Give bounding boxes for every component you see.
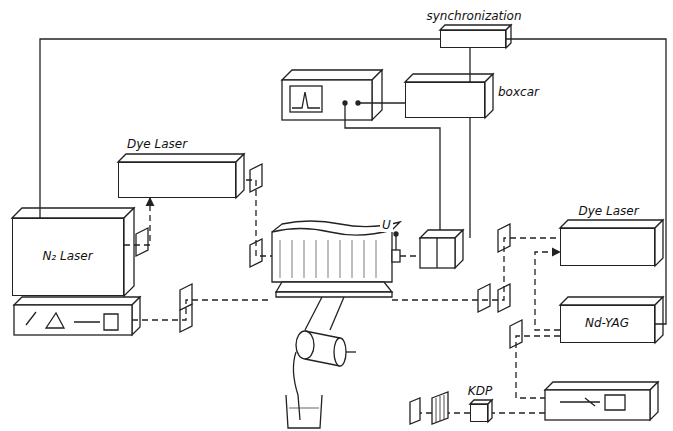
oscilloscope <box>282 70 382 120</box>
box-top-face <box>560 297 663 305</box>
box-top-face <box>118 154 244 162</box>
signal-wire <box>345 103 440 238</box>
signal-wire <box>358 102 405 103</box>
box-top-face <box>12 208 134 218</box>
box-side-face <box>655 297 663 343</box>
node-label: N₂ Laser <box>42 249 92 263</box>
sync-wire <box>469 48 470 82</box>
nitrogen-laser-box: N₂ Laser <box>12 218 124 296</box>
pump <box>293 331 356 420</box>
dye-laser-box: Dye Laser <box>118 162 236 198</box>
laser-beam <box>132 180 560 413</box>
detector-box <box>420 230 463 268</box>
dye-laser-box: Dye Laser <box>560 228 655 266</box>
sync-wire <box>40 39 440 218</box>
node-label: synchronization <box>427 9 522 23</box>
box-side-face <box>506 25 511 48</box>
node-label: boxcar <box>498 85 539 99</box>
telescope-box <box>545 382 658 420</box>
box-side-face <box>124 208 134 296</box>
discharge-cell <box>272 221 400 330</box>
node-label: KDP <box>468 384 492 398</box>
sync-wire <box>506 39 666 324</box>
box-top-face <box>405 74 493 82</box>
node-label: Dye Laser <box>127 137 187 151</box>
signal-wire <box>469 118 470 238</box>
optics-box <box>14 297 140 335</box>
voltage-label: U <box>380 218 393 232</box>
kdp-crystal: KDP <box>470 404 488 422</box>
box-side-face <box>236 154 244 198</box>
box-top-face <box>560 220 663 228</box>
boxcar-box: boxcar <box>405 82 485 118</box>
grating <box>432 392 448 424</box>
mirrors <box>136 164 522 424</box>
box-side-face <box>485 74 493 118</box>
beam-connector <box>535 252 560 330</box>
box-side-face <box>488 400 492 422</box>
ndyag-laser-box: Nd-YAG <box>560 305 655 343</box>
node-label: Dye Laser <box>578 204 638 218</box>
beam-connector <box>124 198 150 245</box>
box-side-face <box>655 220 663 266</box>
beaker <box>286 395 322 428</box>
node-label: Nd-YAG <box>585 316 629 330</box>
sync-unit: synchronization <box>440 30 506 48</box>
